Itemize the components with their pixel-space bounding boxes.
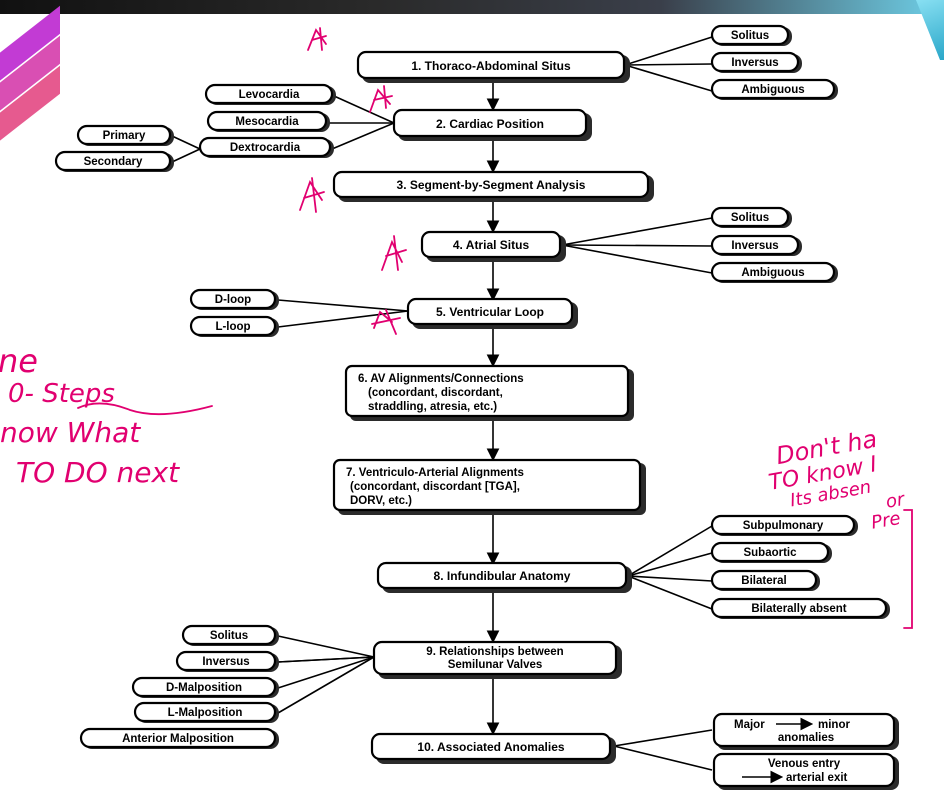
handwritten-marks xyxy=(77,27,913,629)
step-5-box: 5. Ventricular Loop xyxy=(406,297,578,329)
slide-header-bar xyxy=(0,0,944,14)
step-1-box: 1. Thoraco-Abdominal Situs xyxy=(356,50,630,83)
handwritten-check-mark xyxy=(371,309,401,335)
option-major: Major xyxy=(734,719,765,731)
handwritten-check-mark xyxy=(299,177,325,213)
step-7-box: 7. Ventriculo-Arterial Alignments (conco… xyxy=(332,458,646,515)
option-arterial-exit: arterial exit xyxy=(786,772,848,784)
option-solitus: Solitus xyxy=(731,30,769,42)
option-l-loop: L-loop xyxy=(215,321,250,333)
option-subpulmonary: Subpulmonary xyxy=(743,520,824,532)
cardiac-options: Levocardia Mesocardia Dextrocardia xyxy=(198,83,336,158)
handwritten-text: or xyxy=(884,489,907,513)
step-1-label: 1. Thoraco-Abdominal Situs xyxy=(411,59,571,73)
option-ambiguous: Ambiguous xyxy=(741,84,804,96)
option-ambiguous: Ambiguous xyxy=(741,267,804,279)
option-minor: minor xyxy=(818,719,850,731)
option-anomalies: anomalies xyxy=(778,732,834,744)
step-6-label-line1: 6. AV Alignments/Connections xyxy=(358,373,524,385)
option-dextrocardia: Dextrocardia xyxy=(230,142,301,154)
step-10-box: 10. Associated Anomalies xyxy=(370,732,616,764)
option-solitus: Solitus xyxy=(210,630,248,642)
step-3-label: 3. Segment-by-Segment Analysis xyxy=(397,178,586,192)
option-secondary: Secondary xyxy=(84,156,143,168)
option-anterior-malposition: Anterior Malposition xyxy=(122,733,234,745)
handwritten-text: now What xyxy=(0,416,141,449)
option-d-malposition: D-Malposition xyxy=(166,682,242,694)
option-solitus: Solitus xyxy=(731,212,769,224)
handwritten-text: ne xyxy=(0,342,38,380)
handwritten-text: Pre xyxy=(870,508,903,534)
step-7-label-line1: 7. Ventriculo-Arterial Alignments xyxy=(346,467,524,479)
step-5-label: 5. Ventricular Loop xyxy=(436,305,544,319)
option-l-malposition: L-Malposition xyxy=(168,707,243,719)
option-bilaterally-absent: Bilaterally absent xyxy=(751,603,846,615)
step-6-label-line2: (concordant, discordant, xyxy=(368,387,503,399)
step-10-label: 10. Associated Anomalies xyxy=(417,740,564,754)
handwritten-check-mark xyxy=(381,235,407,271)
semilunar-options: Solitus Inversus D-Malposition L-Malposi… xyxy=(79,624,279,749)
step-9-box: 9. Relationships between Semilunar Valve… xyxy=(372,640,622,679)
option-mesocardia: Mesocardia xyxy=(235,116,299,128)
option-inversus: Inversus xyxy=(731,240,778,252)
step-9-label-line1: 9. Relationships between xyxy=(426,646,563,658)
option-bilateral: Bilateral xyxy=(741,575,786,587)
step-3-box: 3. Segment-by-Segment Analysis xyxy=(332,170,654,202)
infundibular-options: Subpulmonary Subaortic Bilateral Bilater… xyxy=(710,514,890,619)
option-inversus: Inversus xyxy=(731,57,778,69)
step-7-label-line2: (concordant, discordant [TGA], xyxy=(350,481,520,493)
step-9-label-line2: Semilunar Valves xyxy=(448,659,543,671)
handwritten-text: TO DO next xyxy=(16,456,180,489)
step-7-label-line3: DORV, etc.) xyxy=(350,495,412,507)
step-6-box: 6. AV Alignments/Connections (concordant… xyxy=(344,364,634,421)
atrial-options: Solitus Inversus Ambiguous xyxy=(710,206,838,283)
handwritten-bracket xyxy=(903,509,913,629)
anomalies-options: Major minor anomalies Venous entry arter… xyxy=(712,712,899,790)
option-d-loop: D-loop xyxy=(215,294,251,306)
handwritten-text: 0- Steps xyxy=(8,379,115,409)
option-levocardia: Levocardia xyxy=(239,89,300,101)
step-8-box: 8. Infundibular Anatomy xyxy=(376,561,632,593)
step-8-label: 8. Infundibular Anatomy xyxy=(434,569,571,583)
step-6-label-line3: straddling, atresia, etc.) xyxy=(368,401,497,413)
step-2-label: 2. Cardiac Position xyxy=(436,117,544,131)
step-4-box: 4. Atrial Situs xyxy=(420,230,566,262)
handwritten-check-mark xyxy=(307,27,327,51)
handwritten-check-mark xyxy=(369,85,393,113)
loop-options: D-loop L-loop xyxy=(189,288,279,337)
dextro-options: Primary Secondary xyxy=(54,124,174,172)
situs-options-top: Solitus Inversus Ambiguous xyxy=(710,24,838,100)
option-subaortic: Subaortic xyxy=(743,547,797,559)
side-connectors xyxy=(171,36,713,771)
option-primary: Primary xyxy=(103,130,146,142)
step-2-box: 2. Cardiac Position xyxy=(392,108,592,141)
handwritten-underline xyxy=(77,402,213,416)
option-venous-entry: Venous entry xyxy=(768,758,841,770)
handwritten-note-left: ne 0- Steps now What TO DO next xyxy=(0,342,180,489)
option-inversus: Inversus xyxy=(202,656,249,668)
step-4-label: 4. Atrial Situs xyxy=(453,238,530,252)
